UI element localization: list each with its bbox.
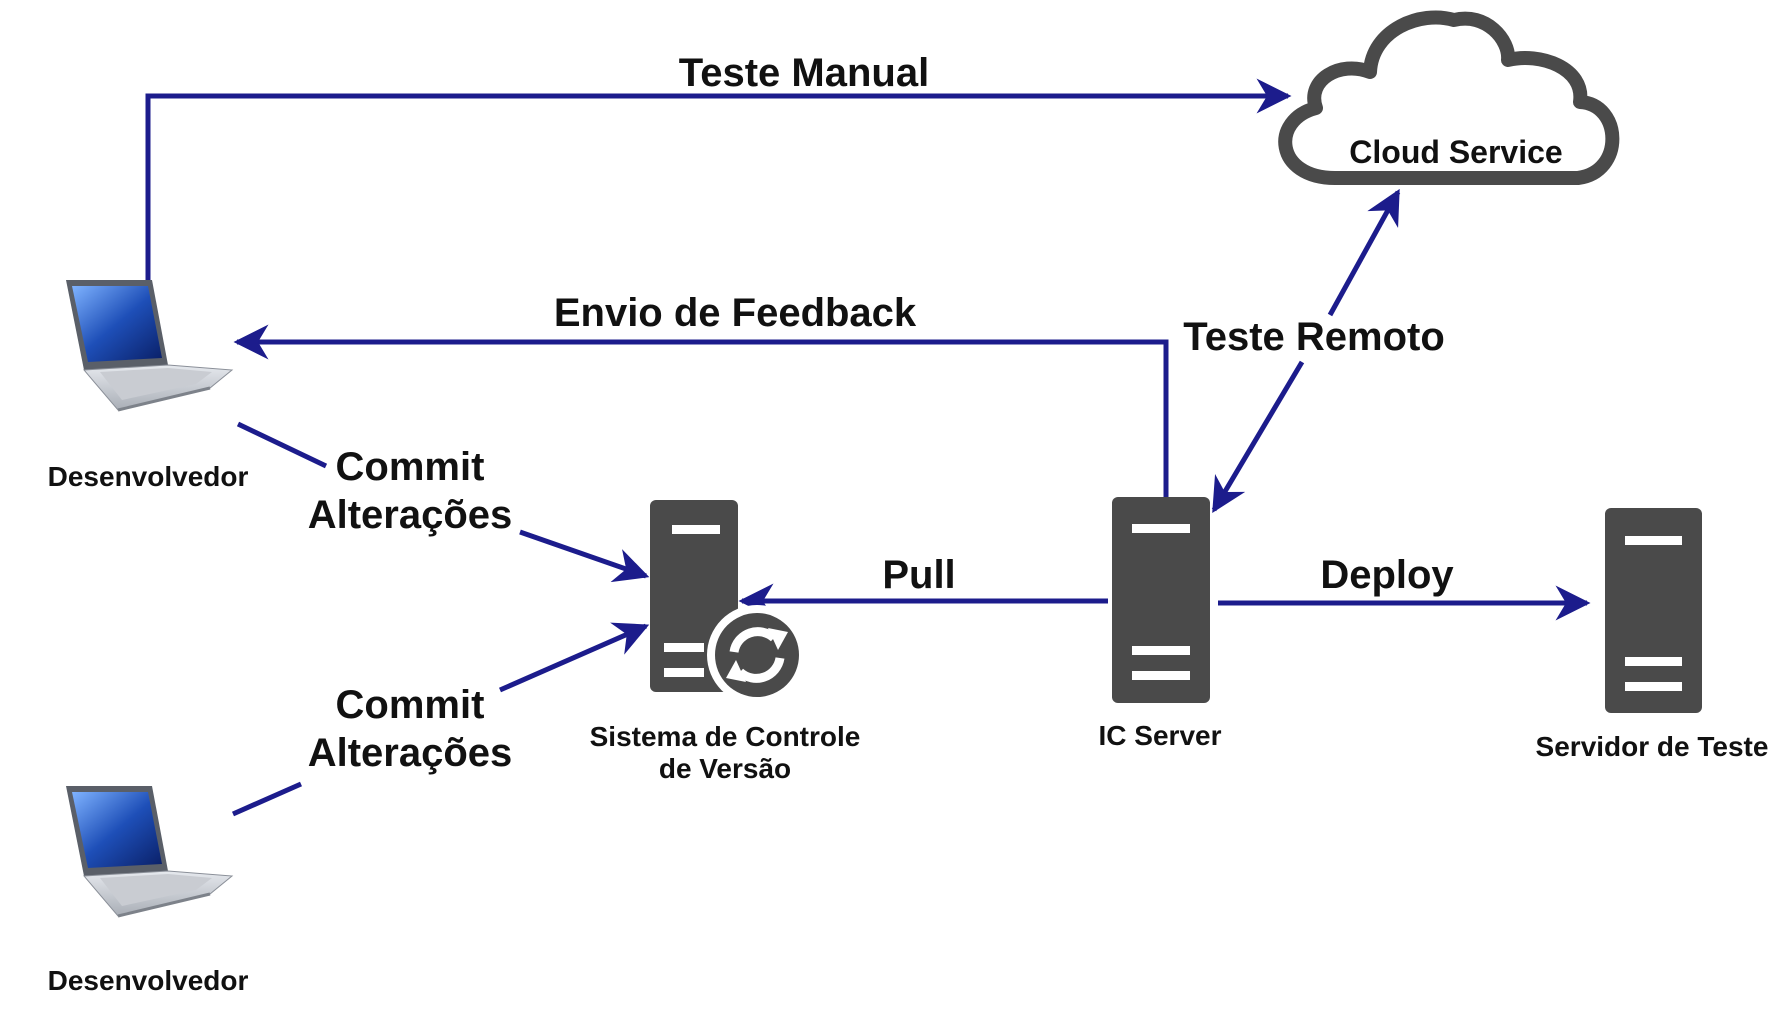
developer-top-label: Desenvolvedor — [48, 461, 249, 492]
commit-top-arrow — [519, 529, 650, 583]
remote-test-arrow-lower — [1211, 360, 1305, 514]
manual-test-label: Teste Manual — [679, 51, 929, 95]
commit-top-line — [236, 421, 328, 469]
laptop-icon — [66, 786, 234, 918]
ci-server-label: IC Server — [1099, 720, 1222, 751]
server-sync-icon — [650, 500, 807, 705]
commit-bottom-arrow — [498, 622, 650, 693]
feedback-arrow — [233, 324, 1169, 497]
cloud-service-label: Cloud Service — [1349, 134, 1562, 170]
commit-bottom-line — [231, 781, 303, 817]
commit-bottom-label-line1: Commit — [336, 683, 485, 727]
pull-label: Pull — [882, 553, 955, 597]
test-server-label: Servidor de Teste — [1536, 731, 1769, 762]
remote-test-label: Teste Remoto — [1183, 315, 1445, 359]
developer-bottom-label: Desenvolvedor — [48, 965, 249, 996]
feedback-label: Envio de Feedback — [554, 291, 917, 335]
laptop-icon — [66, 280, 234, 412]
deploy-label: Deploy — [1320, 553, 1454, 597]
remote-test-arrow-upper — [1327, 188, 1401, 317]
cloud-icon — [1278, 10, 1620, 185]
server-icon — [1605, 508, 1702, 713]
commit-bottom-label-line2: Alterações — [308, 731, 513, 775]
manual-test-arrow — [145, 78, 1292, 286]
vcs-label-line1: Sistema de Controle — [590, 721, 861, 752]
server-icon — [1112, 497, 1210, 703]
commit-top-label-line1: Commit — [336, 445, 485, 489]
commit-top-label-line2: Alterações — [308, 493, 513, 537]
vcs-label-line2: de Versão — [659, 753, 791, 784]
